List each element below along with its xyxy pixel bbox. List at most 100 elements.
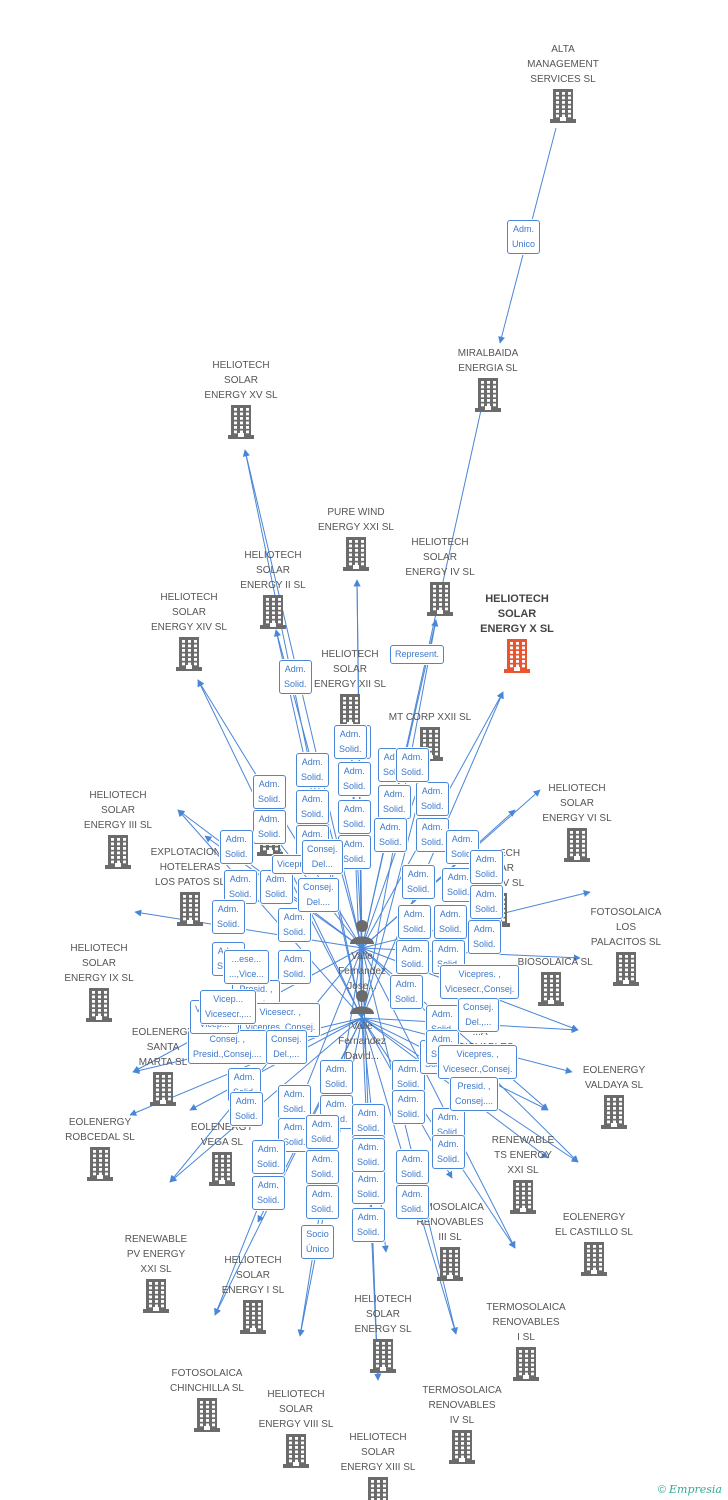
company-node-h4[interactable]: HELIOTECH SOLAR ENERGY IV SL: [385, 535, 495, 616]
company-node-evega[interactable]: EOLENERGY VEGA SL: [167, 1120, 277, 1186]
relation-label-r12[interactable]: Adm. Solid.: [338, 800, 371, 834]
relation-label-rc10[interactable]: Consej. Del.,...: [266, 1030, 307, 1064]
relation-label-r42[interactable]: Adm. Solid.: [252, 1140, 285, 1174]
relation-label-r9[interactable]: Adm. Solid.: [416, 782, 449, 816]
relation-label-rc1[interactable]: Consej. Del....: [298, 878, 339, 912]
relation-label-r53[interactable]: Adm. Solid.: [352, 1138, 385, 1172]
relation-label-r13[interactable]: Adm. Solid.: [374, 818, 407, 852]
relation-label-r57[interactable]: Adm. Solid.: [396, 748, 429, 782]
relation-label-r51[interactable]: Adm. Solid.: [396, 1185, 429, 1219]
relation-label-r6[interactable]: Adm. Solid.: [296, 790, 329, 824]
company-label: HELIOTECH SOLAR ENERGY XV SL: [204, 360, 278, 401]
relation-label-rc4[interactable]: Vicepres. , Vicesecr.,Consej.: [440, 965, 520, 999]
company-node-fchin[interactable]: FOTOSOLAICA CHINCHILLA SL: [152, 1366, 262, 1432]
relation-label-rc9[interactable]: Consej. , Presid.,Consej....: [188, 1030, 267, 1064]
relation-label-rc11[interactable]: Presid. , Consej....: [450, 1077, 499, 1111]
relation-label-r45[interactable]: Adm. Solid.: [432, 1135, 465, 1169]
company-label: RENEWABLE PV ENERGY XXI SL: [124, 1234, 188, 1275]
relation-label-r47[interactable]: Adm. Solid.: [306, 1185, 339, 1219]
relation-label-rc6[interactable]: Vicepres. , Vicesecr.,Consej.: [438, 1045, 518, 1079]
relation-label-r10[interactable]: Adm. Solid.: [253, 810, 286, 844]
company-node-ecast[interactable]: EOLENERGY EL CASTILLO SL: [539, 1210, 649, 1276]
company-node-h12[interactable]: HELIOTECH SOLAR ENERGY XII SL: [295, 647, 405, 728]
relation-label-rc5[interactable]: Consej. Del.,...: [458, 998, 499, 1032]
company-node-mt[interactable]: MT CORP XXII SL: [375, 710, 485, 761]
company-node-h10[interactable]: HELIOTECH SOLAR ENERGY X SL: [462, 592, 572, 673]
company-node-explo[interactable]: EXPLOTACION... HOTELERAS LOS PATOS SL: [135, 845, 245, 926]
relation-label-r38[interactable]: Adm. Solid.: [278, 1118, 311, 1152]
relation-label-r23[interactable]: Adm. Solid.: [212, 900, 245, 934]
company-node-alta[interactable]: ALTA MANAGEMENT SERVICES SL: [508, 42, 618, 123]
relation-label-r20[interactable]: Adm. Solid.: [402, 865, 435, 899]
company-node-rpv[interactable]: RENEWABLE PV ENERGY XXI SL: [101, 1232, 211, 1313]
company-node-tr4[interactable]: TERMOSOLAICA RENOVABLES IV SL: [407, 1383, 517, 1464]
company-label: HELIOTECH SOLAR ENERGY VIII SL: [258, 1389, 334, 1430]
company-node-rts[interactable]: RENEWABLE TS ENERGY XXI SL: [468, 1133, 578, 1214]
relation-label-r27[interactable]: Adm. Solid.: [468, 920, 501, 954]
edge-person2-1: [169, 1017, 363, 1183]
company-node-erob[interactable]: EOLENERGY ROBCEDAL SL: [45, 1115, 155, 1181]
company-node-h15[interactable]: HELIOTECH SOLAR ENERGY XV SL: [186, 358, 296, 439]
relation-label-rc14[interactable]: ...ese... ...,Vice...: [224, 950, 269, 984]
company-node-hsol[interactable]: HELIOTECH SOLAR ENERGY SL: [328, 1292, 438, 1373]
company-node-esm[interactable]: EOLENERGY SANTA MARTA SL: [108, 1025, 218, 1106]
relation-label-r25[interactable]: Adm. Solid.: [398, 905, 431, 939]
relation-label-r58[interactable]: Adm. Solid.: [334, 725, 367, 759]
company-node-tr1[interactable]: TERMOSOLAICA RENOVABLES I SL: [471, 1300, 581, 1381]
relation-label-r19[interactable]: Adm. Solid.: [260, 870, 293, 904]
relation-label-r_alta[interactable]: Adm. Unico: [507, 220, 541, 254]
relation-label-r40[interactable]: Adm. Solid.: [392, 1090, 425, 1124]
company-label: MIRALBAIDA ENERGIA SL: [457, 348, 519, 374]
relation-label-r44[interactable]: Adm. Solid.: [352, 1104, 385, 1138]
relation-label-r46[interactable]: Adm. Solid.: [252, 1176, 285, 1210]
relation-label-r54[interactable]: Adm. Solid.: [306, 1115, 339, 1149]
relation-label-r5[interactable]: Adm. Solid.: [253, 775, 286, 809]
company-node-h9[interactable]: HELIOTECH SOLAR ENERGY IX SL: [44, 941, 154, 1022]
relation-label-rc13[interactable]: Vicep... Vicesecr.,...: [200, 990, 257, 1024]
relation-label-r29[interactable]: Adm. Solid.: [278, 950, 311, 984]
company-node-tr3[interactable]: ...MOSOLAICA RENOVABLES III SL: [395, 1200, 505, 1281]
company-node-bios[interactable]: ...BIOSOLAICA SL: [496, 955, 606, 1006]
relation-label-r35[interactable]: Adm. Solid.: [278, 1085, 311, 1119]
company-node-h1[interactable]: HELIOTECH SOLAR ENERGY I SL: [198, 1253, 308, 1334]
relation-label-r50[interactable]: Adm. Solid.: [352, 1170, 385, 1204]
relation-label-r21[interactable]: Adm. Solid.: [442, 868, 475, 902]
relation-label-rsu[interactable]: Socio Único: [301, 1225, 335, 1259]
relation-label-r1[interactable]: Adm. Solid.: [279, 660, 312, 694]
relation-label-r52[interactable]: Adm. Solid.: [352, 1208, 385, 1242]
company-node-h6[interactable]: HELIOTECH SOLAR ENERGY VI SL: [522, 781, 632, 862]
relation-label-r24[interactable]: Adm. Solid.: [278, 908, 311, 942]
relation-label-r16[interactable]: Adm. Solid.: [338, 835, 371, 869]
relation-label-r_rep[interactable]: Represent.: [390, 645, 445, 664]
person-node-p1[interactable]: Valle Fernandez Jose...: [327, 918, 397, 994]
relation-label-r26[interactable]: Adm. Solid.: [434, 905, 467, 939]
relation-label-r18[interactable]: Adm. Solid.: [224, 870, 257, 904]
relation-label-r36[interactable]: Adm. Solid.: [320, 1060, 353, 1094]
relation-label-r49[interactable]: Adm. Solid.: [396, 1150, 429, 1184]
relation-label-r8[interactable]: Adm. Solid.: [378, 785, 411, 819]
footer-brand[interactable]: © Empresia: [658, 1483, 722, 1496]
relation-label-r37[interactable]: Adm. Solid.: [392, 1060, 425, 1094]
company-node-pure[interactable]: PURE WIND ENERGY XXI SL: [301, 505, 411, 571]
person-node-p2[interactable]: Valle Fernandez David...: [327, 988, 397, 1064]
relation-label-r3[interactable]: Adm. Solid.: [296, 753, 329, 787]
relation-label-rc3[interactable]: Consej. Del...: [302, 840, 343, 874]
relation-label-r30[interactable]: Adm. Solid.: [396, 940, 429, 974]
person-icon: [350, 920, 374, 944]
company-node-h13[interactable]: HELIOTECH SOLAR ENERGY XIII SL: [323, 1430, 433, 1500]
relation-label-r43[interactable]: Adm. Solid.: [306, 1150, 339, 1184]
relation-label-r7[interactable]: Adm. Solid.: [338, 762, 371, 796]
company-node-h8[interactable]: HELIOTECH SOLAR ENERGY VIII SL: [241, 1387, 351, 1468]
company-node-miral[interactable]: MIRALBAIDA ENERGIA SL: [433, 346, 543, 412]
company-node-evaldaya[interactable]: EOLENERGY VALDAYA SL: [559, 1063, 669, 1129]
relation-label-r22[interactable]: Adm. Solid.: [470, 885, 503, 919]
relation-label-r59[interactable]: Adm. Solid.: [470, 850, 503, 884]
relation-label-r15[interactable]: Adm. Solid.: [220, 830, 253, 864]
relation-label-r32[interactable]: Adm. Solid.: [390, 975, 423, 1009]
company-node-h3[interactable]: HELIOTECH SOLAR ENERGY III SL: [63, 788, 173, 869]
relation-label-r14[interactable]: Adm. Solid.: [416, 818, 449, 852]
relation-label-r34[interactable]: Adm. Solid.: [230, 1092, 263, 1126]
company-node-h14[interactable]: HELIOTECH SOLAR ENERGY XIV SL: [134, 590, 244, 671]
company-node-fpal[interactable]: FOTOSOLAICA LOS PALACITOS SL: [571, 905, 681, 986]
company-node-h2[interactable]: HELIOTECH SOLAR ENERGY II SL: [218, 548, 328, 629]
